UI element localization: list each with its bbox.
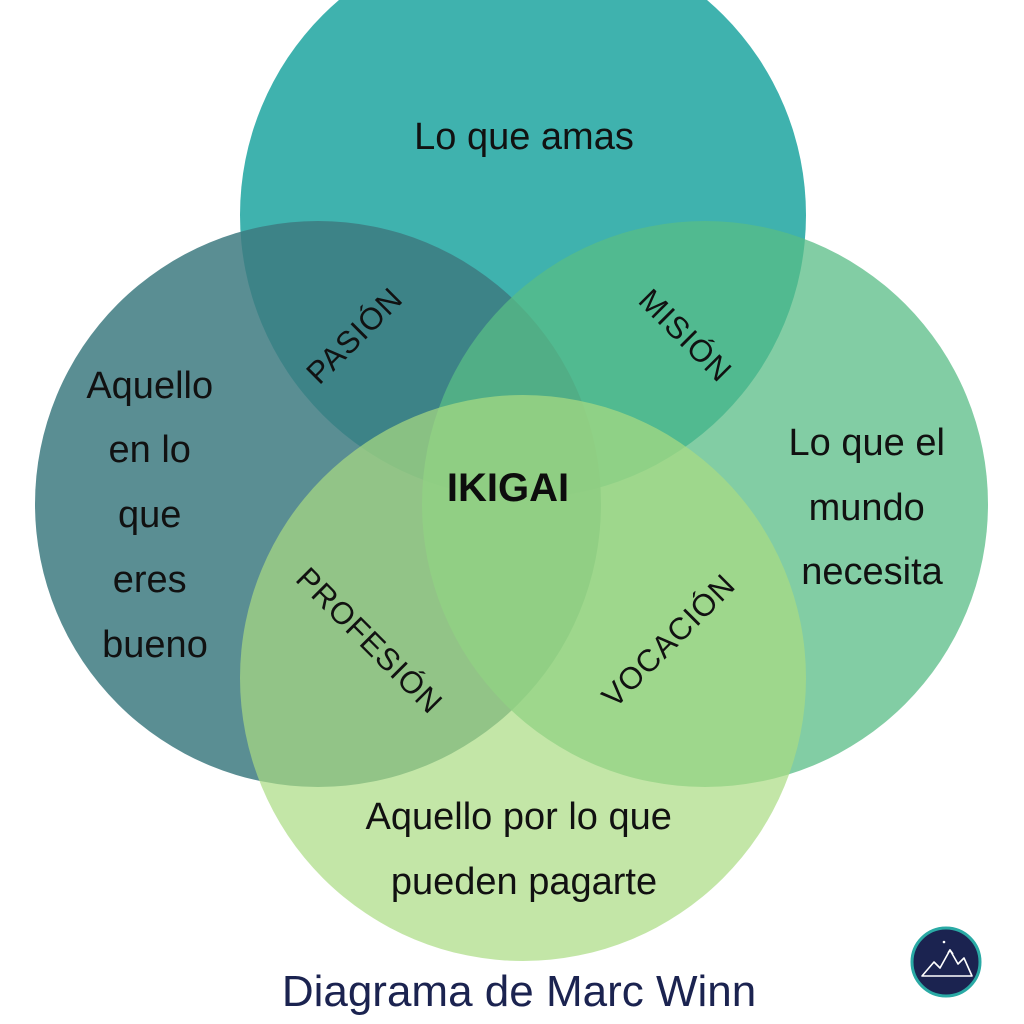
circle-pagarte: [240, 395, 806, 961]
label-pagarte: Aquello por lo que pueden pagarte: [366, 796, 683, 903]
mountain-icon: [921, 940, 973, 977]
label-ikigai: IKIGAI: [447, 466, 569, 510]
logo: [910, 926, 982, 998]
label-mundo-necesita: Lo que el mundo necesita: [789, 422, 956, 593]
label-eres-bueno: Aquello en lo que eres bueno: [86, 365, 223, 666]
label-lo-que-amas: Lo que amas: [414, 116, 634, 158]
caption: Diagrama de Marc Winn: [282, 967, 756, 1016]
